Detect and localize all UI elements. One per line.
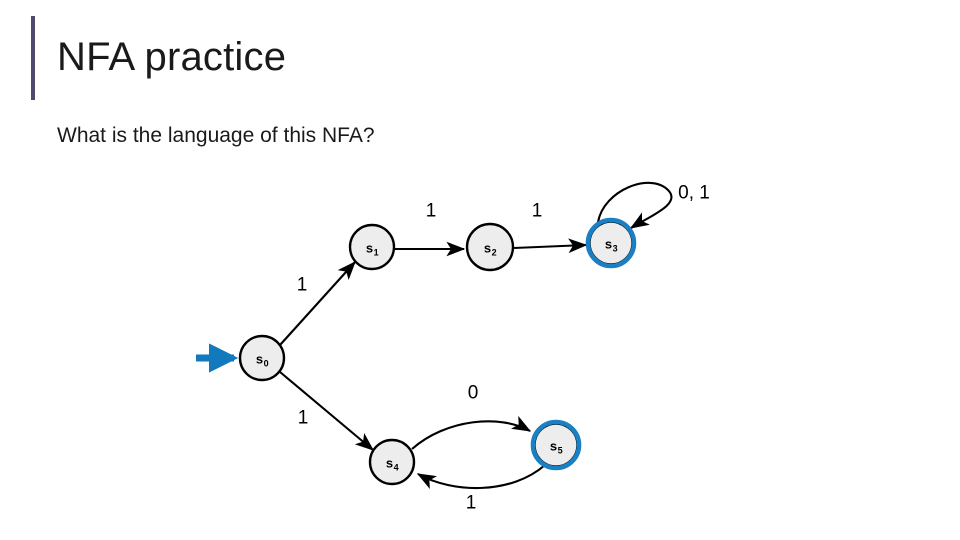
edge-label-s3-self-loop: 0, 1 (678, 182, 710, 204)
edge-s4-s5 (411, 415, 532, 450)
state-node-s5[interactable] (530, 419, 582, 471)
state-node-s3[interactable] (585, 217, 637, 269)
edge-label-s5-s4: 1 (465, 492, 477, 514)
edge-s3-self-loop (596, 181, 673, 229)
slide-subtitle: What is the language of this NFA? (57, 124, 375, 147)
edge-label-s0-s4: 1 (297, 407, 309, 429)
edge-label-s4-s5: 0 (467, 382, 479, 404)
state-node-s1[interactable] (348, 223, 396, 271)
edge-s0-s1 (279, 261, 356, 346)
edge-s5-s4 (416, 464, 546, 489)
edge-label-s1-s2: 1 (425, 200, 437, 222)
state-node-s0[interactable] (238, 334, 286, 382)
state-label-s4: s4 (385, 455, 399, 473)
edge-label-s0-s1: 1 (296, 274, 308, 296)
state-label-s3: s3 (604, 236, 618, 254)
state-node-s2[interactable] (465, 222, 515, 272)
state-node-s4[interactable] (368, 438, 416, 486)
page-title: NFA practice (57, 35, 287, 79)
title-accent-bar (31, 16, 35, 100)
state-label-s0: s0 (255, 351, 269, 369)
state-label-s1: s1 (365, 240, 379, 258)
state-label-s2: s2 (483, 240, 497, 258)
edge-s2-s3 (513, 238, 588, 254)
edge-label-s2-s3: 1 (531, 200, 543, 222)
state-label-s5: s5 (549, 438, 563, 456)
edge-s0-s4 (279, 371, 374, 451)
